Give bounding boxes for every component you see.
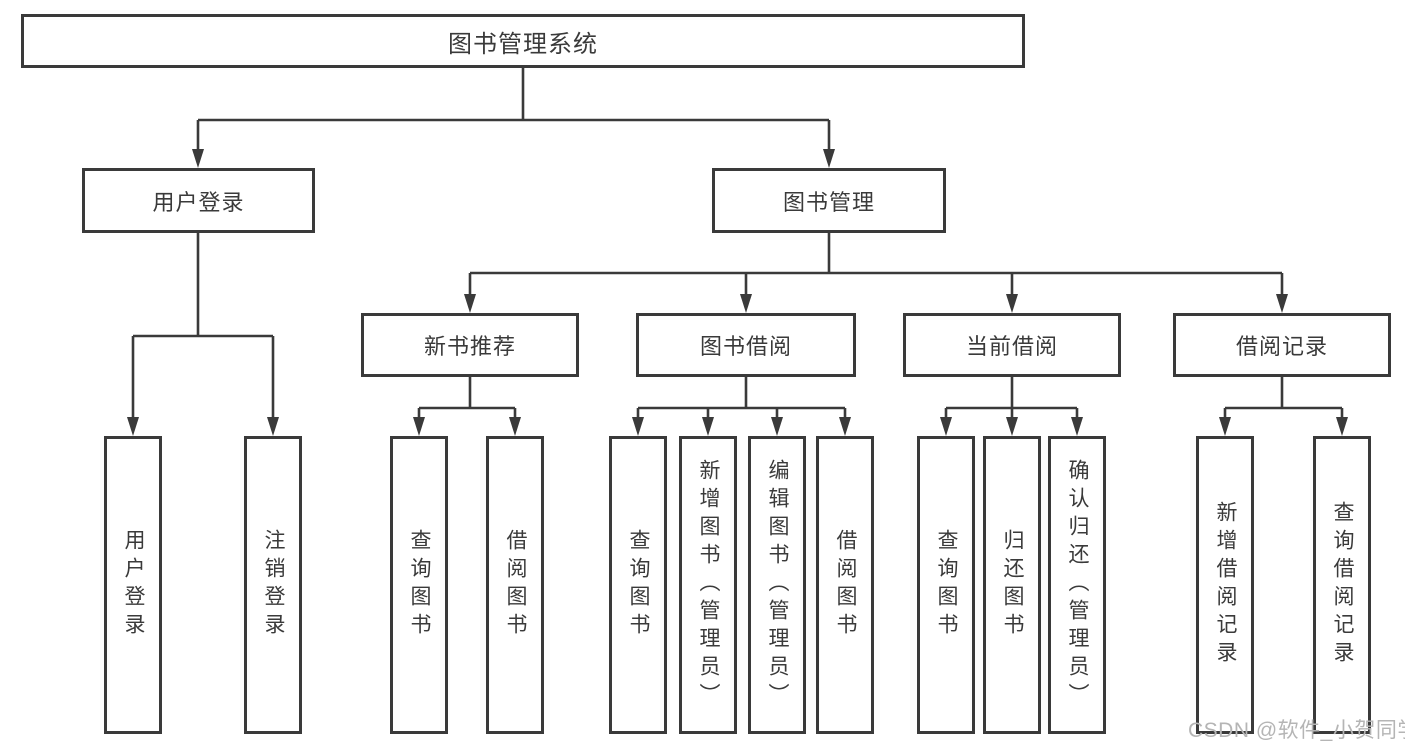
connector-borrow-to-leaves — [632, 377, 851, 436]
connector-records-to-leaves — [1219, 377, 1348, 436]
connector-recommend-to-leaves — [413, 377, 521, 436]
leaf-query-books-recommend: 查询图书 — [390, 436, 448, 734]
leaf-query-books-current: 查询图书 — [917, 436, 975, 734]
leaf-user-login: 用户登录 — [104, 436, 162, 734]
connector-root-to-level2 — [192, 68, 835, 168]
connector-bookmgmt-to-level3 — [464, 233, 1288, 313]
node-library-management-system: 图书管理系统 — [21, 14, 1025, 68]
node-new-book-recommend: 新书推荐 — [361, 313, 579, 377]
leaf-query-books-borrow: 查询图书 — [609, 436, 667, 734]
csdn-watermark: CSDN @软件_小贺同学 — [1188, 719, 1405, 742]
leaf-borrow-books-recommend: 借阅图书 — [486, 436, 544, 734]
node-user-login: 用户登录 — [82, 168, 315, 233]
node-book-borrow: 图书借阅 — [636, 313, 856, 377]
node-book-management: 图书管理 — [712, 168, 946, 233]
leaf-logout: 注销登录 — [244, 436, 302, 734]
connector-userlogin-to-leaves — [127, 233, 279, 436]
connector-current-to-leaves — [940, 377, 1083, 436]
node-borrow-records: 借阅记录 — [1173, 313, 1391, 377]
leaf-edit-books-admin: 编辑图书（管理员） — [748, 436, 806, 734]
leaf-return-books: 归还图书 — [983, 436, 1041, 734]
leaf-add-borrow-record: 新增借阅记录 — [1196, 436, 1254, 734]
leaf-confirm-return-admin: 确认归还（管理员） — [1048, 436, 1106, 734]
leaf-query-borrow-record: 查询借阅记录 — [1313, 436, 1371, 734]
leaf-add-books-admin: 新增图书（管理员） — [679, 436, 737, 734]
node-current-borrow: 当前借阅 — [903, 313, 1121, 377]
leaf-borrow-books: 借阅图书 — [816, 436, 874, 734]
